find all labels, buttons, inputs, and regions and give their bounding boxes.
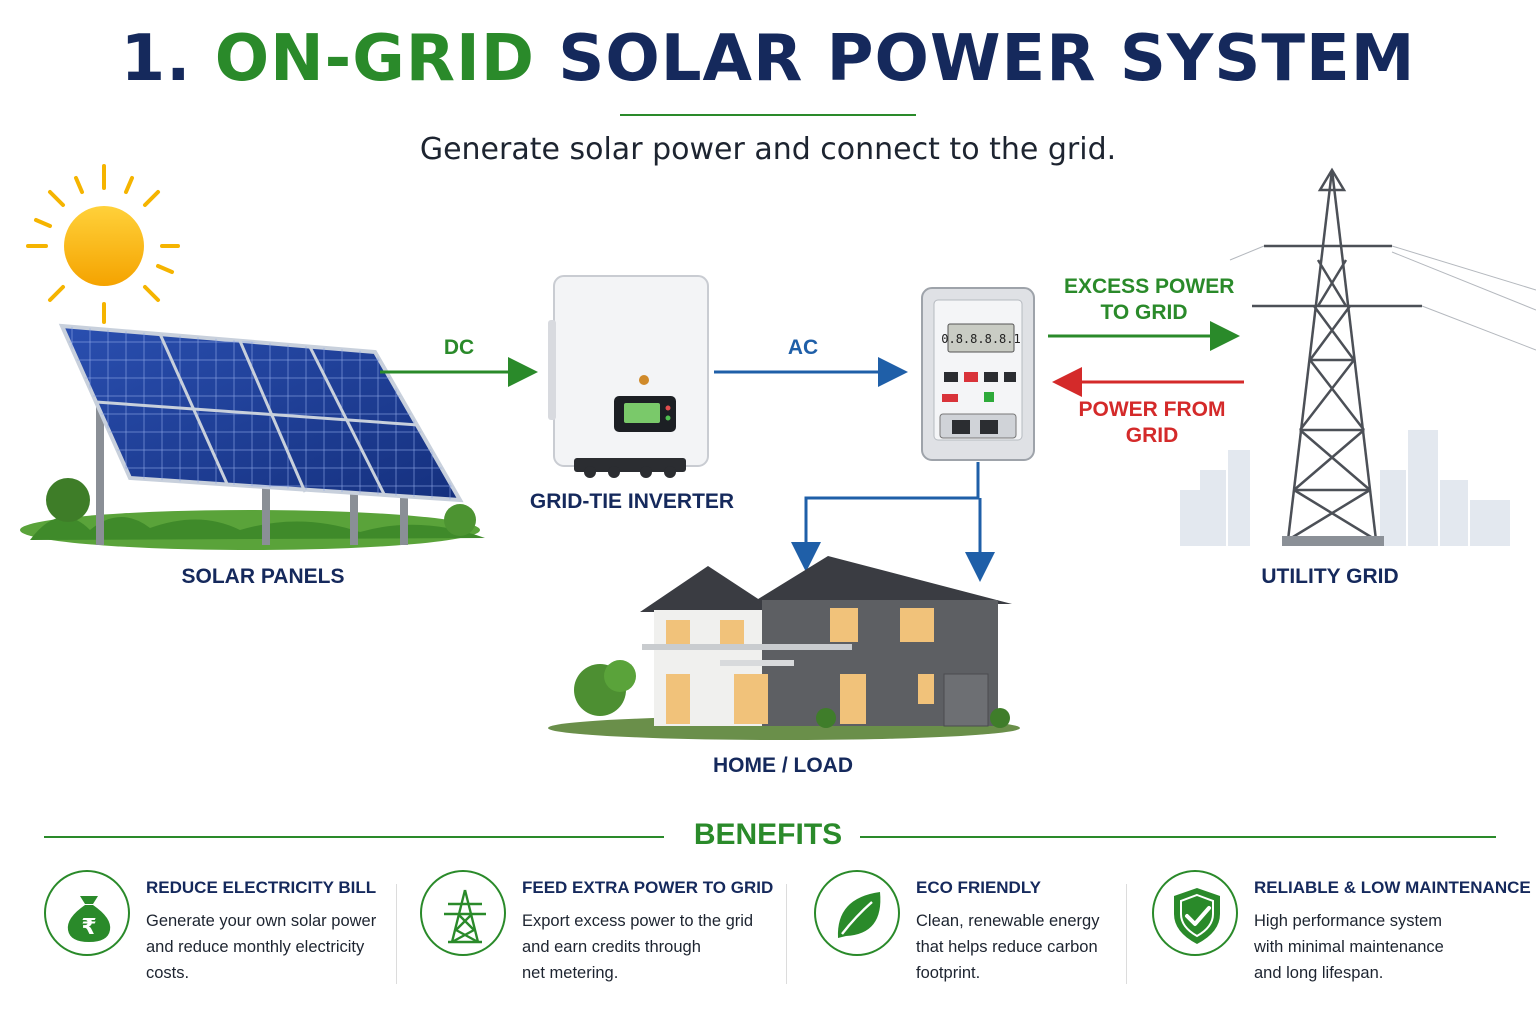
net-meter-illustration (921, 287, 1035, 461)
page-subtitle: Generate solar power and connect to the … (419, 132, 1117, 167)
sun-icon (26, 164, 180, 324)
system-diagram: 0.8.8.8.8.1 (20, 164, 1536, 740)
title-number: 1. (120, 22, 192, 96)
benefit-line: footprint. (916, 964, 981, 982)
inverter-illustration (548, 275, 709, 478)
power-from-grid-label: POWER FROM GRID (1072, 397, 1232, 449)
utility-grid-label: UTILITY GRID (1261, 565, 1399, 588)
title-highlight: ON-GRID (214, 22, 535, 96)
benefit-line: with minimal maintenance (1254, 938, 1444, 956)
benefit-line: High performance system (1254, 912, 1442, 930)
benefit-line: and earn credits through (522, 938, 701, 956)
page-title: 1. ON-GRID SOLAR POWER SYSTEM (0, 22, 1536, 96)
svg-text:₹: ₹ (81, 915, 96, 940)
benefit-description: Export excess power to the grid and earn… (522, 908, 782, 986)
benefit-divider (396, 884, 397, 984)
excess-power-line2: TO GRID (1100, 301, 1188, 324)
meter-to-home-arrow (791, 462, 980, 572)
excess-power-line1: EXCESS POWER (1064, 275, 1235, 298)
money-bag-icon: ₹ (44, 870, 130, 956)
benefit-description: Generate your own solar power and reduce… (146, 908, 386, 986)
power-from-grid-line2: GRID (1125, 424, 1179, 447)
benefit-heading: ECO FRIENDLY (916, 878, 1042, 897)
solar-panels-illustration (20, 323, 485, 550)
benefits-rule-left (44, 836, 664, 838)
benefit-line: costs. (146, 964, 190, 982)
benefits-rule-right (860, 836, 1496, 838)
ac-label: AC (787, 336, 819, 359)
power-from-grid-line1: POWER FROM (1078, 398, 1226, 421)
meter-display: 0.8.8.8.8.1 (941, 332, 1020, 346)
city-skyline (1180, 430, 1510, 546)
benefit-description: High performance system with minimal mai… (1254, 908, 1494, 986)
house-illustration (548, 556, 1020, 740)
benefit-reliable: RELIABLE & LOW MAINTENANCE High performa… (1152, 870, 1531, 1000)
power-tower-icon (420, 870, 506, 956)
benefit-line: Export excess power to the grid (522, 912, 754, 930)
benefit-heading: REDUCE ELECTRICITY BILL (146, 878, 377, 897)
excess-power-label: EXCESS POWER TO GRID (1064, 274, 1235, 326)
benefit-line: net metering. (522, 964, 619, 982)
benefit-description: Clean, renewable energy that helps reduc… (916, 908, 1136, 986)
benefit-feed-grid: FEED EXTRA POWER TO GRID Export excess p… (420, 870, 790, 1000)
benefit-line: Clean, renewable energy (916, 912, 1100, 930)
dc-label: DC (443, 336, 475, 359)
shield-check-icon (1152, 870, 1238, 956)
title-rest: SOLAR POWER SYSTEM (558, 22, 1416, 96)
benefit-line: and long lifespan. (1254, 964, 1384, 982)
benefit-heading: RELIABLE & LOW MAINTENANCE (1254, 878, 1531, 897)
inverter-label: GRID-TIE INVERTER (529, 490, 735, 513)
leaf-icon (814, 870, 900, 956)
transmission-tower-illustration (1229, 167, 1536, 546)
benefit-line: Generate your own solar power (146, 912, 377, 930)
benefit-divider (1126, 884, 1127, 984)
benefit-heading: FEED EXTRA POWER TO GRID (522, 878, 774, 897)
home-label: HOME / LOAD (713, 754, 853, 777)
solar-panels-label: SOLAR PANELS (181, 565, 345, 588)
benefit-reduce-bill: ₹ REDUCE ELECTRICITY BILL Generate your … (44, 870, 384, 1000)
title-underline (620, 114, 916, 116)
benefits-title: BENEFITS (693, 818, 843, 851)
benefit-divider (786, 884, 787, 984)
benefit-line: and reduce monthly electricity (146, 938, 365, 956)
benefit-eco-friendly: ECO FRIENDLY Clean, renewable energy tha… (814, 870, 1124, 1000)
benefit-line: that helps reduce carbon (916, 938, 1098, 956)
